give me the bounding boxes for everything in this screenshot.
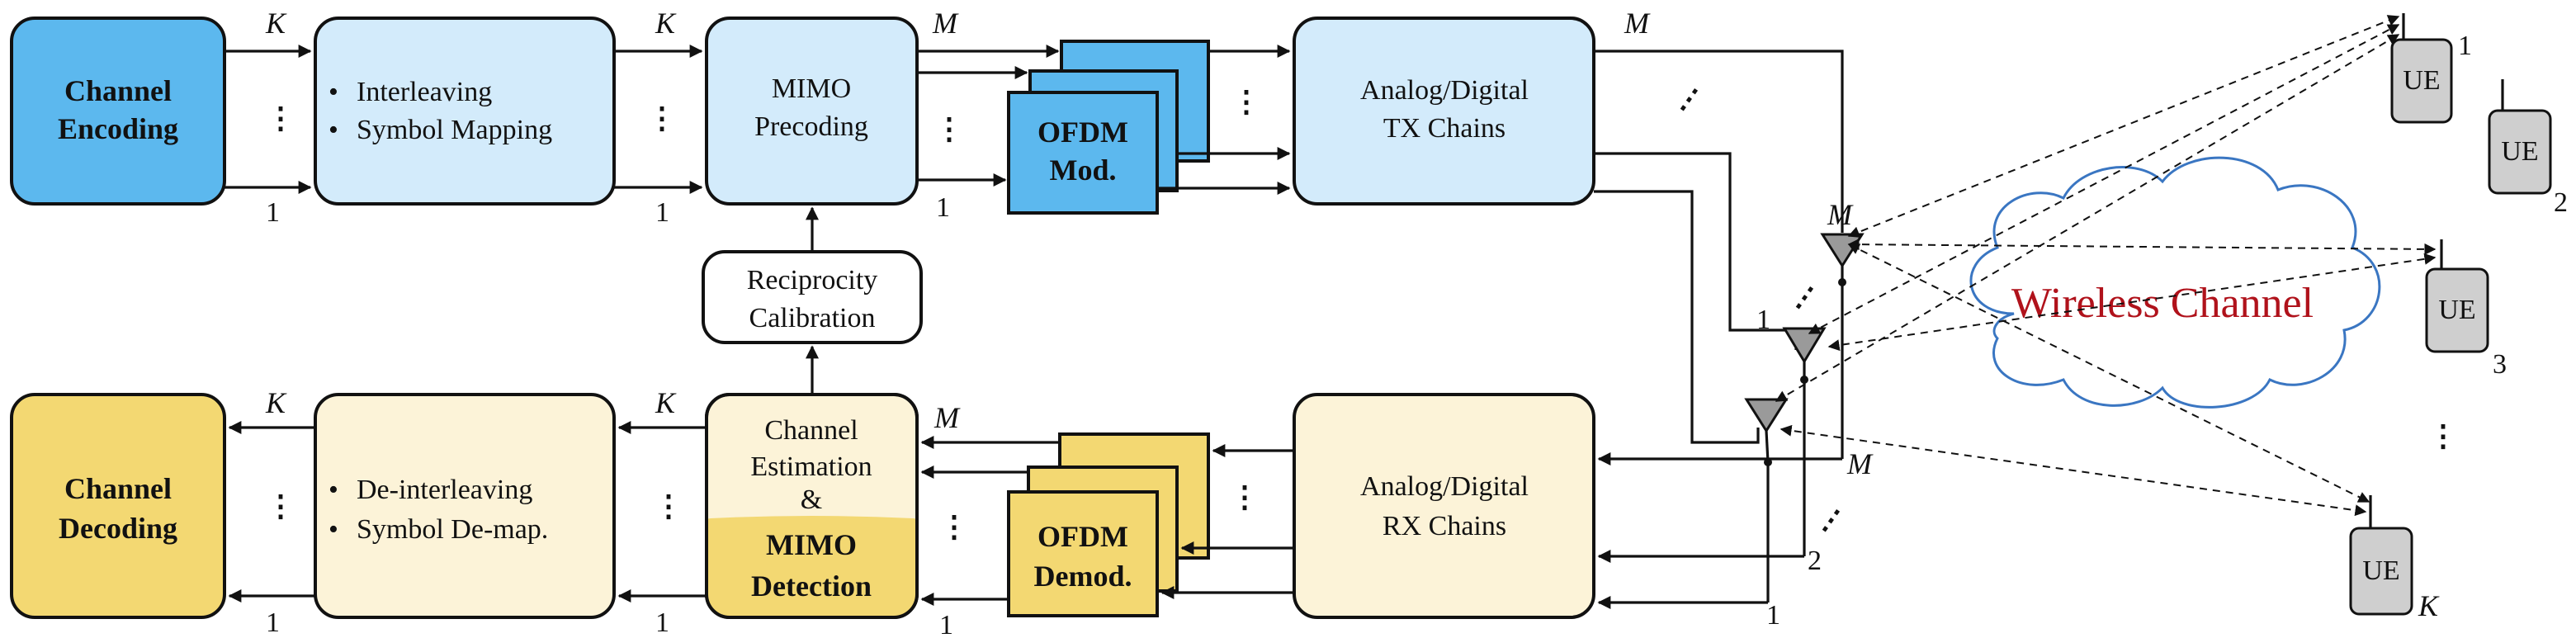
one-label: 1: [655, 607, 669, 638]
one-label: 1: [655, 197, 669, 228]
tx-chains-line1: Analog/Digital: [1360, 75, 1529, 106]
calibration-line2: Calibration: [749, 303, 876, 333]
deinterleaving-label: De-interleaving: [357, 475, 532, 505]
ue-index: 2: [2554, 187, 2568, 218]
tx-chains-block: Analog/Digital TX Chains: [1293, 17, 1595, 206]
precoding-line1: MIMO: [772, 73, 851, 104]
k-label: K: [265, 7, 287, 40]
reciprocity-calibration-block: Reciprocity Calibration: [702, 206, 923, 395]
antenna-icon: [1744, 398, 1789, 466]
m-label: M: [934, 401, 961, 434]
one-label: 1: [1766, 600, 1780, 631]
interleaving-label: Interleaving: [357, 77, 492, 107]
rx-chains-line2: RX Chains: [1383, 511, 1506, 541]
vdots: ⋮: [647, 102, 677, 135]
ue-label: UE: [2362, 555, 2399, 586]
m-label: M: [1827, 198, 1854, 231]
ue-1: UE 1: [2390, 13, 2472, 124]
antenna-icon: [1820, 233, 1865, 286]
channel-estimation-block: Channel Estimation & MIMO Detection: [705, 393, 919, 619]
k-label: K: [265, 386, 287, 419]
estimation-line1: Channel: [764, 415, 858, 446]
m-label: M: [1846, 447, 1874, 480]
one-label: 1: [939, 610, 953, 638]
ofdm-demod-line1: OFDM: [1037, 520, 1128, 553]
ue-index: 3: [2493, 349, 2507, 380]
precoding-line2: Precoding: [754, 111, 868, 142]
channel-encoding-line1: Channel: [64, 74, 172, 107]
dots: ⋮: [1784, 275, 1827, 319]
rx-arrows-1: K 1 ⋮: [228, 386, 315, 638]
rx-arrows-3: M 1 ⋮: [920, 401, 1060, 638]
symbol-demap-label: Symbol De-map.: [357, 514, 548, 545]
two-label: 2: [1808, 546, 1822, 576]
interleaving-block: • Interleaving • Symbol Mapping: [314, 17, 616, 206]
vdots: ⋮: [266, 102, 295, 135]
vdots: ⋮: [1231, 85, 1261, 118]
ue-label: UE: [2403, 65, 2440, 96]
ue-2: UE 2: [2488, 79, 2568, 218]
ofdm-mod-line1: OFDM: [1037, 116, 1128, 149]
estimation-line2: Estimation: [750, 451, 872, 482]
tx-arrows-1: K 1 ⋮: [225, 7, 312, 228]
ue-index: 1: [2458, 31, 2472, 61]
ofdm-mod-line2: Mod.: [1050, 154, 1117, 187]
vdots: ⋮: [1230, 480, 1260, 513]
channel-encoding-line2: Encoding: [58, 112, 178, 145]
rx-chains-block: Analog/Digital RX Chains: [1293, 393, 1595, 619]
m-label: M: [1624, 7, 1651, 40]
dots: ⋮: [1668, 77, 1711, 121]
ofdm-demod-line2: Demod.: [1034, 560, 1132, 593]
tx-arrows-4: ⋮: [1157, 45, 1291, 195]
one-label: 1: [266, 607, 280, 638]
channel-decoding-block: Channel Decoding: [10, 393, 226, 619]
rx-chains-line1: Analog/Digital: [1360, 471, 1529, 502]
calibration-line1: Reciprocity: [747, 265, 878, 295]
channel-decoding-line1: Channel: [64, 472, 172, 505]
tx-arrows-3: M 1 ⋮: [917, 7, 1060, 223]
k-label: K: [655, 7, 677, 40]
rx-arrows-4: ⋮: [1160, 444, 1294, 599]
ofdm-mod-block: OFDM Mod.: [1007, 40, 1210, 215]
ue-label: UE: [2438, 295, 2475, 325]
estimation-amp: &: [801, 484, 822, 515]
vdots: ⋮: [266, 489, 295, 522]
symbol-mapping-label: Symbol Mapping: [357, 115, 552, 145]
antenna-icon: [1782, 327, 1827, 384]
propagation-links: [1775, 15, 2437, 517]
detection-line2: Detection: [751, 569, 872, 603]
channel-encoding-block: Channel Encoding: [10, 17, 226, 206]
bullet: •: [328, 115, 338, 145]
ofdm-demod-block: OFDM Demod.: [1007, 432, 1210, 617]
antennas-to-rx: M 2 1 ⋮: [1597, 282, 1874, 631]
wireless-channel-cloud: Wireless Channel: [1969, 156, 2381, 409]
one-label: 1: [266, 197, 280, 228]
deinterleaving-block: • De-interleaving • Symbol De-map.: [314, 393, 616, 619]
ue-3: UE 3: [2425, 239, 2507, 380]
channel-decoding-line2: Decoding: [59, 512, 177, 545]
one-label: 1: [936, 192, 950, 223]
m-label: M: [932, 7, 959, 40]
ue-label: UE: [2501, 136, 2538, 167]
vdots: ⋮: [654, 489, 683, 522]
wireless-channel-label: Wireless Channel: [2011, 280, 2314, 327]
ue-vdots: ⋮: [2428, 419, 2458, 452]
ue-k: UE K: [2349, 495, 2440, 622]
tx-chains-line2: TX Chains: [1383, 113, 1505, 144]
bullet: •: [328, 77, 338, 107]
dots: ⋮: [1810, 498, 1853, 541]
ue-index: K: [2418, 589, 2440, 622]
mimo-precoding-block: MIMO Precoding: [705, 17, 919, 206]
bullet: •: [328, 514, 338, 545]
bullet: •: [328, 475, 338, 505]
detection-line1: MIMO: [766, 528, 857, 561]
vdots: ⋮: [934, 112, 964, 145]
rx-arrows-2: K 1 ⋮: [617, 386, 707, 638]
one-label: 1: [1756, 305, 1770, 335]
tx-arrows-2: K 1 ⋮: [614, 7, 703, 228]
k-label: K: [655, 386, 677, 419]
vdots: ⋮: [939, 510, 969, 543]
